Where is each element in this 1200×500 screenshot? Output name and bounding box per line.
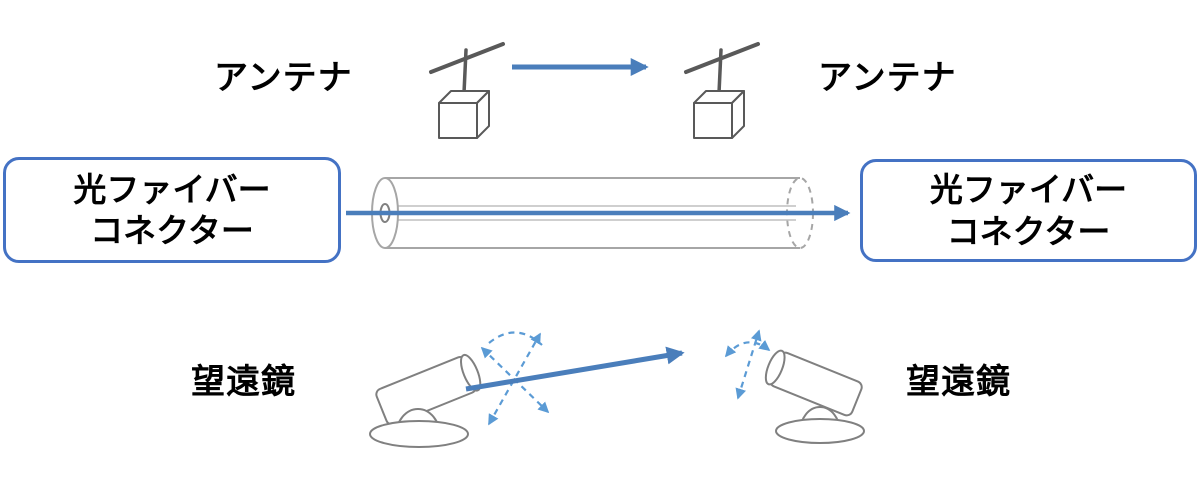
antenna-box-front <box>438 102 478 139</box>
telescope-aperture <box>764 349 786 386</box>
telescope-link-arrow <box>465 346 685 392</box>
fiber-connector-box-left: 光ファイバー コネクター <box>3 157 341 263</box>
telescope-base <box>369 420 469 448</box>
telescope-icon-left <box>369 353 482 448</box>
fiber-connector-box-right: 光ファイバー コネクター <box>860 159 1197 262</box>
telescope-tube <box>375 353 482 426</box>
antenna-mast <box>717 48 723 95</box>
rotation-arc <box>724 339 771 358</box>
fiber-connector-label-line1: 光ファイバー <box>73 169 271 209</box>
telescope-icon-right <box>764 349 865 444</box>
telescope-base <box>775 418 865 444</box>
fiber-connector-label-line1: 光ファイバー <box>929 170 1128 210</box>
telescope-label-left: 望遠鏡 <box>191 362 296 402</box>
antenna-box-front <box>693 102 733 139</box>
elevation-adjust-arrow <box>735 329 762 400</box>
antenna-icon-right <box>684 42 760 139</box>
antenna-icon-left <box>429 42 505 139</box>
telescope-tube <box>764 349 863 417</box>
antenna-label-left: アンテナ <box>214 58 353 98</box>
fiber-connector-label-line2: コネクター <box>946 211 1111 251</box>
antenna-mast <box>462 48 468 95</box>
telescope-aperture <box>460 353 482 392</box>
pointing-adjust-arrows-right <box>724 329 771 400</box>
antenna-label-right: アンテナ <box>818 58 957 98</box>
telescope-label-right: 望遠鏡 <box>906 362 1011 402</box>
fiber-connector-label-line2: コネクター <box>90 211 254 250</box>
